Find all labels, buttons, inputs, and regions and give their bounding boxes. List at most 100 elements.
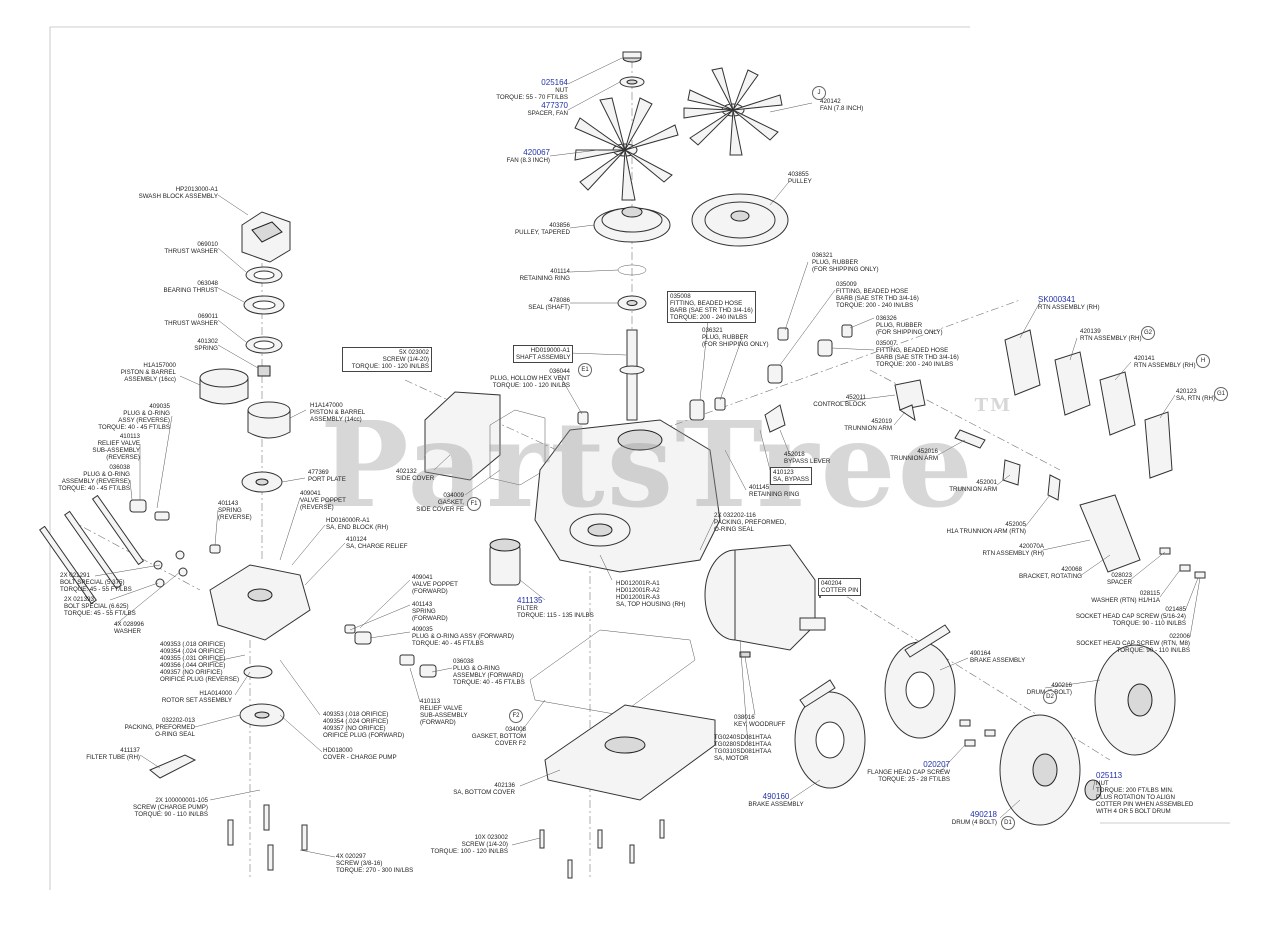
- motor-part: [704, 544, 826, 651]
- fan-7-8-part: [683, 67, 783, 156]
- bottom-cover-part: [544, 704, 716, 801]
- control-trunnion-parts: [894, 379, 1061, 501]
- bottom-screws-part: [539, 819, 665, 879]
- callout-d2: D2: [1043, 690, 1057, 704]
- pulley-tapered-part: [593, 206, 671, 243]
- callout-h: H: [1196, 354, 1210, 368]
- spacer-fan-part: [619, 76, 645, 88]
- callout-g2: G2: [1141, 326, 1155, 340]
- washers-part: [153, 550, 188, 588]
- label-orifice-plug-forward: 409353 (.018 ORIFICE)409354 (.024 ORIFIC…: [323, 711, 405, 739]
- seal-shaft-part: [617, 295, 647, 311]
- callout-d1: D1: [1001, 816, 1015, 830]
- swash-block-part: [241, 211, 291, 263]
- top-housing-part: [534, 419, 721, 573]
- fittings-part: [577, 324, 853, 425]
- filter-part: [489, 538, 521, 586]
- callout-g1: G1: [1214, 387, 1228, 401]
- flange-screws-part: [959, 719, 996, 747]
- rotor-set-part: [243, 665, 273, 679]
- callout-j: J: [812, 86, 826, 100]
- leader-lines: [94, 57, 1201, 858]
- gasket-bottom-cover-part: [529, 629, 696, 716]
- brake-assembly-2-part: [794, 679, 866, 789]
- piston-barrel-16cc-part: [199, 368, 249, 405]
- callout-e1: E1: [578, 363, 592, 377]
- brake-assembly-1-part: [884, 624, 956, 739]
- rtn-assemblies-part: [1004, 329, 1173, 573]
- pulley-part: [691, 193, 789, 247]
- label-orifice-plug-reverse: 409353 (.018 ORIFICE)409354 (.024 ORIFIC…: [160, 641, 240, 683]
- charge-pump-cover-part: [239, 703, 285, 727]
- nut-part: [622, 51, 642, 63]
- thrust-washer-part: [245, 266, 283, 284]
- filter-tube-part: [149, 754, 197, 779]
- shaft-assembly-part: [619, 329, 645, 421]
- bypass-lever-part: [764, 404, 786, 433]
